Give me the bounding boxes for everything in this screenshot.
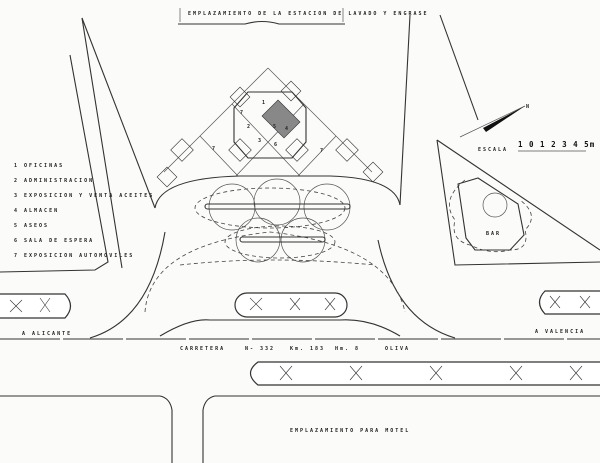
north-arrow: N — [459, 104, 531, 138]
room-number: 4 — [285, 126, 290, 132]
road-name-part: Km. 183 — [290, 346, 325, 352]
scale-label: ESCALA — [478, 147, 508, 153]
lower-lots: EMPLAZAMIENTO PARA MOTEL — [0, 395, 600, 463]
legend-item: 5 ASEOS — [14, 223, 49, 229]
medians — [0, 290, 600, 386]
legend-item: 1 OFICINAS — [14, 163, 64, 169]
legend-item: 2 ADMINISTRACION — [14, 178, 94, 184]
legend-item: 3 EXPOSICION Y VENTA ACEITES — [14, 193, 154, 199]
road-name-part: N- 332 — [245, 346, 275, 352]
road-direction-right: A VALENCIA — [535, 329, 585, 335]
bar-building: BAR — [448, 177, 532, 253]
legend-item: 4 ALMACEN — [14, 208, 59, 214]
lot-boundaries — [0, 14, 600, 273]
road-direction-left: A ALICANTE — [22, 331, 72, 337]
room-number: 5 — [273, 124, 278, 130]
room-number: 2 — [247, 124, 252, 130]
road-name-part: CARRETERA — [180, 346, 225, 352]
legend-item: 7 EXPOSICION AUTOMOVILES — [14, 253, 134, 259]
main-road: A ALICANTE A VALENCIA CARRETERA N- 332 K… — [0, 329, 600, 352]
title-block: EMPLAZAMIENTO DE LA ESTACION DE LAVADO Y… — [178, 8, 429, 25]
motel-site-label: EMPLAZAMIENTO PARA MOTEL — [290, 428, 410, 434]
forecourt-edge — [154, 175, 401, 209]
room-number: 3 — [258, 138, 263, 144]
scale-ticks: 1 0 1 2 3 4 5m — [518, 140, 595, 149]
north-label: N — [526, 104, 531, 110]
bar-label: BAR — [486, 231, 501, 237]
access-roads — [89, 231, 456, 339]
road-name-part: Hm. 8 — [335, 346, 360, 352]
room-number: 7 — [240, 110, 245, 116]
road-name-part: OLIVA — [385, 346, 410, 352]
legend: 1 OFICINAS 2 ADMINISTRACION 3 EXPOSICION… — [14, 163, 154, 259]
drawing-title: EMPLAZAMIENTO DE LA ESTACION DE LAVADO Y… — [188, 11, 429, 17]
room-number: 1 — [262, 100, 267, 106]
room-number: 7 — [320, 148, 325, 154]
legend-item: 6 SALA DE ESPERA — [14, 238, 94, 244]
room-number: 6 — [274, 142, 279, 148]
room-number: 7 — [212, 146, 217, 152]
tree-marks — [9, 295, 591, 381]
room-numbers: 1 2 3 4 5 6 7 7 7 — [212, 100, 325, 154]
planters — [156, 80, 384, 188]
pump-islands — [194, 178, 351, 263]
service-station-building: 1 2 3 4 5 6 7 7 7 — [156, 67, 384, 188]
scale-bar: ESCALA 1 0 1 2 3 4 5m — [478, 140, 595, 153]
